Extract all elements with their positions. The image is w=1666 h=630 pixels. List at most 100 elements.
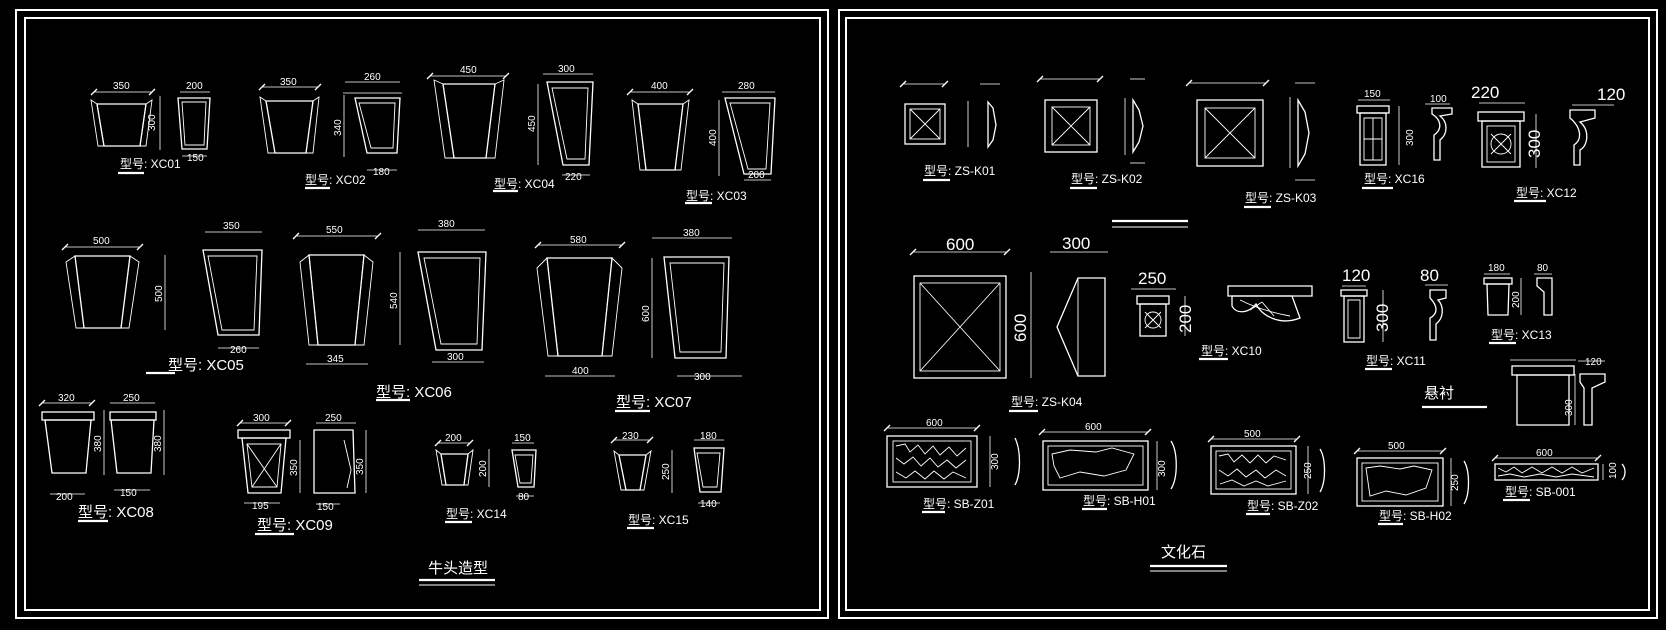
svg-text:250: 250 [325,413,342,424]
svg-text:型号: ZS-K04: 型号: ZS-K04 [1011,395,1083,409]
svg-text:型号: XC12: 型号: XC12 [1516,186,1577,200]
svg-text:型号: XC02: 型号: XC02 [305,173,366,187]
svg-text:型号: SB-Z02: 型号: SB-Z02 [1247,499,1319,513]
svg-text:500: 500 [154,285,165,302]
svg-text:型号: ZS-K03: 型号: ZS-K03 [1245,191,1317,205]
svg-text:600: 600 [1085,422,1102,433]
left-inner-frame [24,17,821,611]
svg-text:型号: SB-Z01: 型号: SB-Z01 [923,497,995,511]
keystone-xc03: 400 280 400 200 型号: XC03 [626,81,776,205]
svg-text:型号: XC13: 型号: XC13 [1491,328,1552,342]
hanging-bracket: 120 300 悬衬 [1422,357,1606,426]
svg-text:型号: XC15: 型号: XC15 [628,513,689,527]
keystone-sheet: 350 300 200 150 型号: XC01 350 260 [38,64,776,586]
svg-text:400: 400 [708,129,719,146]
svg-text:400: 400 [651,81,668,92]
svg-text:600: 600 [1536,448,1553,459]
svg-text:80: 80 [1420,266,1439,285]
svg-text:300: 300 [1564,399,1575,416]
svg-text:型号: XC01: 型号: XC01 [120,157,181,171]
svg-text:260: 260 [364,72,381,83]
svg-text:500: 500 [1388,441,1405,452]
section-title-hanging: 悬衬 [1424,385,1454,402]
svg-text:580: 580 [570,235,587,246]
svg-text:200: 200 [1511,291,1522,308]
svg-text:260: 260 [230,345,247,356]
svg-text:型号: ZS-K01: 型号: ZS-K01 [924,164,996,178]
svg-text:型号: XC04: 型号: XC04 [494,177,555,191]
svg-text:型号: XC11: 型号: XC11 [1366,354,1426,368]
keystone-xc07: 580 400 380 600 300 型号: XC07 [534,228,742,413]
svg-text:150: 150 [1364,89,1381,100]
svg-text:120: 120 [1585,357,1602,368]
keystone-xc04: 450 300 450 220 型号: XC04 [426,64,594,193]
keystone-xc09: 300 195 350 250 350 150 型号: XC09 [236,413,367,536]
svg-text:300: 300 [1405,129,1416,146]
svg-text:250: 250 [1303,462,1314,479]
svg-text:300: 300 [1525,130,1544,158]
panel-zs-k03: 型号: ZS-K03 [1112,79,1317,228]
stone-sb-z02: 500 250 型号: SB-Z02 [1207,429,1326,516]
svg-text:150: 150 [120,488,137,499]
svg-text:500: 500 [93,236,110,247]
stone-sb-h02: 500 250 型号: SB-H02 [1353,441,1470,526]
svg-text:型号: SB-001: 型号: SB-001 [1505,485,1576,499]
dim-text: 350 [113,81,130,92]
svg-text:380: 380 [153,435,164,452]
panel-zs-k04: 600 600 300 型号: ZS-K04 [909,234,1108,413]
svg-text:350: 350 [289,459,300,476]
svg-text:300: 300 [1062,234,1090,253]
svg-text:200: 200 [748,170,765,181]
svg-text:250: 250 [661,463,672,480]
svg-text:220: 220 [1471,83,1499,102]
svg-text:200: 200 [445,433,462,444]
svg-text:120: 120 [1342,266,1370,285]
svg-text:250: 250 [1138,269,1166,288]
svg-text:500: 500 [1244,429,1261,440]
svg-text:450: 450 [527,115,538,132]
svg-text:100: 100 [1430,94,1447,105]
svg-text:600: 600 [946,235,974,254]
stone-sb-001: 600 100 型号: SB-001 [1491,448,1626,502]
svg-text:型号: ZS-K02: 型号: ZS-K02 [1071,172,1143,186]
svg-text:300: 300 [147,114,158,131]
svg-text:100: 100 [1608,462,1619,479]
svg-text:型号: XC03: 型号: XC03 [686,189,747,203]
svg-text:550: 550 [326,225,343,236]
section-title-keystone: 牛头造型 [428,560,488,577]
svg-text:180: 180 [1488,263,1505,274]
stone-sb-z01: 600 300 型号: SB-Z01 [883,418,1021,514]
left-outer-frame [15,9,829,619]
keystone-xc06: 550 345 540 380 300 型号: XC06 [292,219,487,402]
bracket-xc13: 180 200 80 型号: XC13 [1483,263,1553,345]
svg-text:型号: XC16: 型号: XC16 [1364,172,1425,186]
svg-text:300: 300 [990,453,1001,470]
svg-text:340: 340 [333,119,344,136]
svg-text:200: 200 [478,460,489,477]
decor-sheet: 型号: ZS-K01 型号: ZS-K02 [883,75,1626,572]
keystone-xc01: 350 300 200 150 型号: XC01 [90,81,211,175]
svg-text:600: 600 [641,305,652,322]
svg-text:180: 180 [700,431,717,442]
svg-text:380: 380 [683,228,700,239]
svg-text:230: 230 [622,431,639,442]
svg-text:350: 350 [280,77,297,88]
svg-text:120: 120 [1597,85,1625,104]
svg-text:300: 300 [558,64,575,75]
keystone-xc02: 350 260 340 180 型号: XC02 [258,72,402,190]
svg-text:600: 600 [926,418,943,429]
svg-text:型号: SB-H01: 型号: SB-H01 [1083,494,1156,508]
svg-text:型号: SB-H02: 型号: SB-H02 [1379,509,1452,523]
keystone-xc08: 320 380 200 250 380 150 型号: XC08 [38,393,165,523]
svg-text:350: 350 [223,221,240,232]
section-title-culture-stone: 文化石 [1161,544,1206,561]
svg-text:150: 150 [317,502,334,513]
svg-text:380: 380 [438,219,455,230]
svg-text:250: 250 [123,393,140,404]
svg-text:600: 600 [1011,314,1030,342]
svg-text:型号: XC05: 型号: XC05 [168,357,244,374]
svg-text:型号: XC09: 型号: XC09 [257,517,333,534]
svg-text:200: 200 [1176,305,1195,333]
svg-text:350: 350 [355,458,366,475]
